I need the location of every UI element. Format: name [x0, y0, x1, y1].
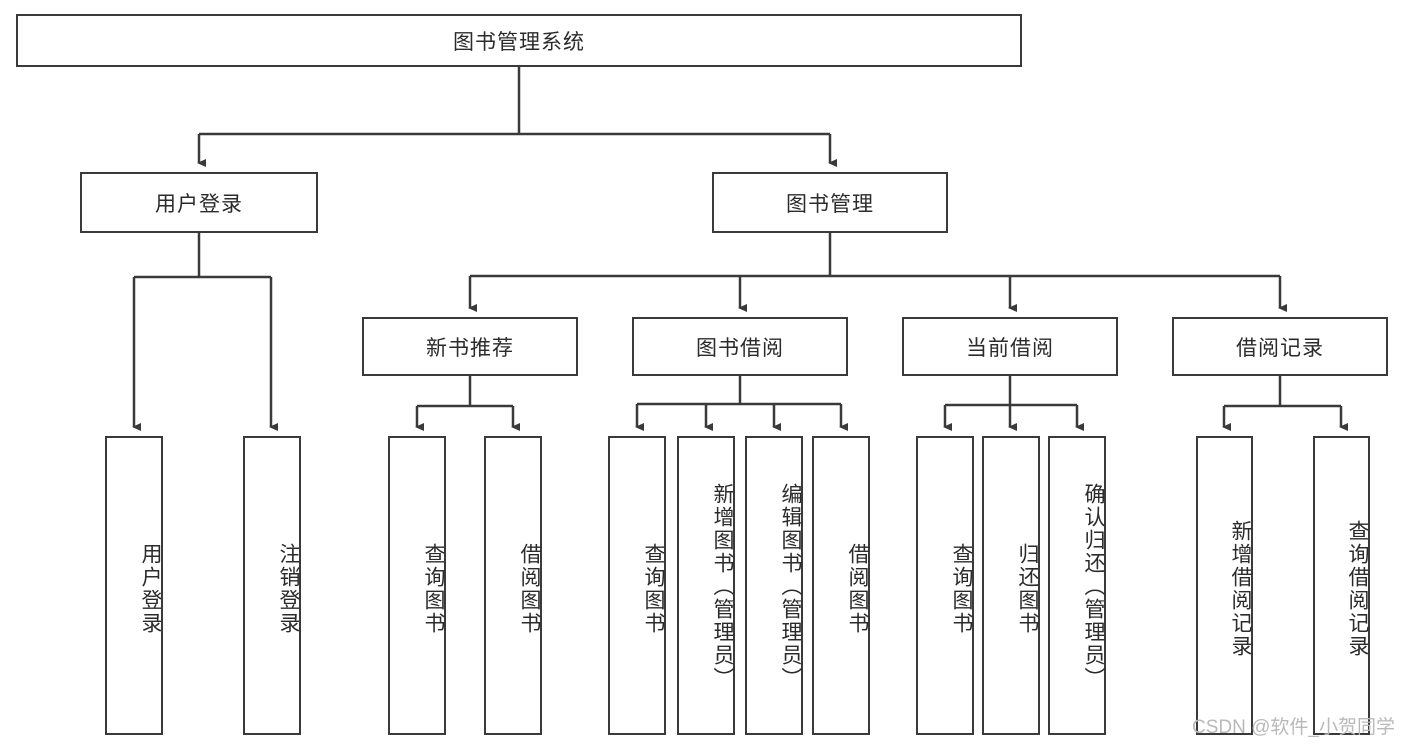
node-book-borrowing[interactable]: 图书借阅 [632, 317, 848, 376]
leaf-query-borrow-record[interactable]: 查询借阅记录 [1313, 436, 1370, 735]
node-user-login[interactable]: 用户登录 [80, 172, 318, 233]
leaf-query-book-rec[interactable]: 查询图书 [388, 436, 446, 735]
node-label: 新书推荐 [426, 336, 514, 360]
node-label: 归还图书 [1016, 542, 1039, 635]
node-label: 新增借阅记录 [1229, 519, 1252, 658]
node-book-management[interactable]: 图书管理 [712, 172, 948, 233]
node-label: 查询图书 [950, 542, 973, 635]
leaf-add-borrow-record[interactable]: 新增借阅记录 [1196, 436, 1253, 735]
leaf-return-book[interactable]: 归还图书 [982, 436, 1040, 735]
node-label: 借阅记录 [1236, 336, 1324, 360]
node-label: 确认归还（管理员） [1082, 483, 1105, 690]
node-label: 图书管理系统 [453, 30, 585, 54]
node-label: 图书管理 [786, 192, 874, 216]
watermark: CSDN @软件_小贺同学 [1192, 717, 1395, 738]
leaf-query-book-borrow[interactable]: 查询图书 [608, 436, 666, 735]
leaf-borrow-book[interactable]: 借阅图书 [812, 436, 870, 735]
node-label: 用户登录 [139, 542, 162, 635]
leaf-logout[interactable]: 注销登录 [243, 436, 301, 735]
node-label: 用户登录 [155, 192, 243, 216]
node-current-borrowing[interactable]: 当前借阅 [902, 317, 1118, 376]
node-label: 图书借阅 [696, 336, 784, 360]
leaf-borrow-book-rec[interactable]: 借阅图书 [484, 436, 542, 735]
node-label: 新增图书（管理员） [711, 483, 734, 690]
node-label: 查询图书 [422, 542, 445, 635]
node-label: 借阅图书 [518, 542, 541, 635]
node-label: 查询借阅记录 [1346, 519, 1369, 658]
node-root-book-management-system[interactable]: 图书管理系统 [16, 14, 1022, 67]
node-new-book-recommendation[interactable]: 新书推荐 [362, 317, 578, 376]
leaf-confirm-return-admin[interactable]: 确认归还（管理员） [1048, 436, 1106, 735]
node-label: 查询图书 [642, 542, 665, 635]
leaf-edit-book-admin[interactable]: 编辑图书（管理员） [745, 436, 803, 735]
node-label: 编辑图书（管理员） [779, 483, 802, 690]
leaf-add-book-admin[interactable]: 新增图书（管理员） [677, 436, 735, 735]
leaf-user-login[interactable]: 用户登录 [105, 436, 163, 735]
node-label: 借阅图书 [846, 542, 869, 635]
node-borrow-records[interactable]: 借阅记录 [1172, 317, 1388, 376]
leaf-query-book-current[interactable]: 查询图书 [916, 436, 974, 735]
node-label: 当前借阅 [966, 336, 1054, 360]
node-label: 注销登录 [277, 542, 300, 635]
